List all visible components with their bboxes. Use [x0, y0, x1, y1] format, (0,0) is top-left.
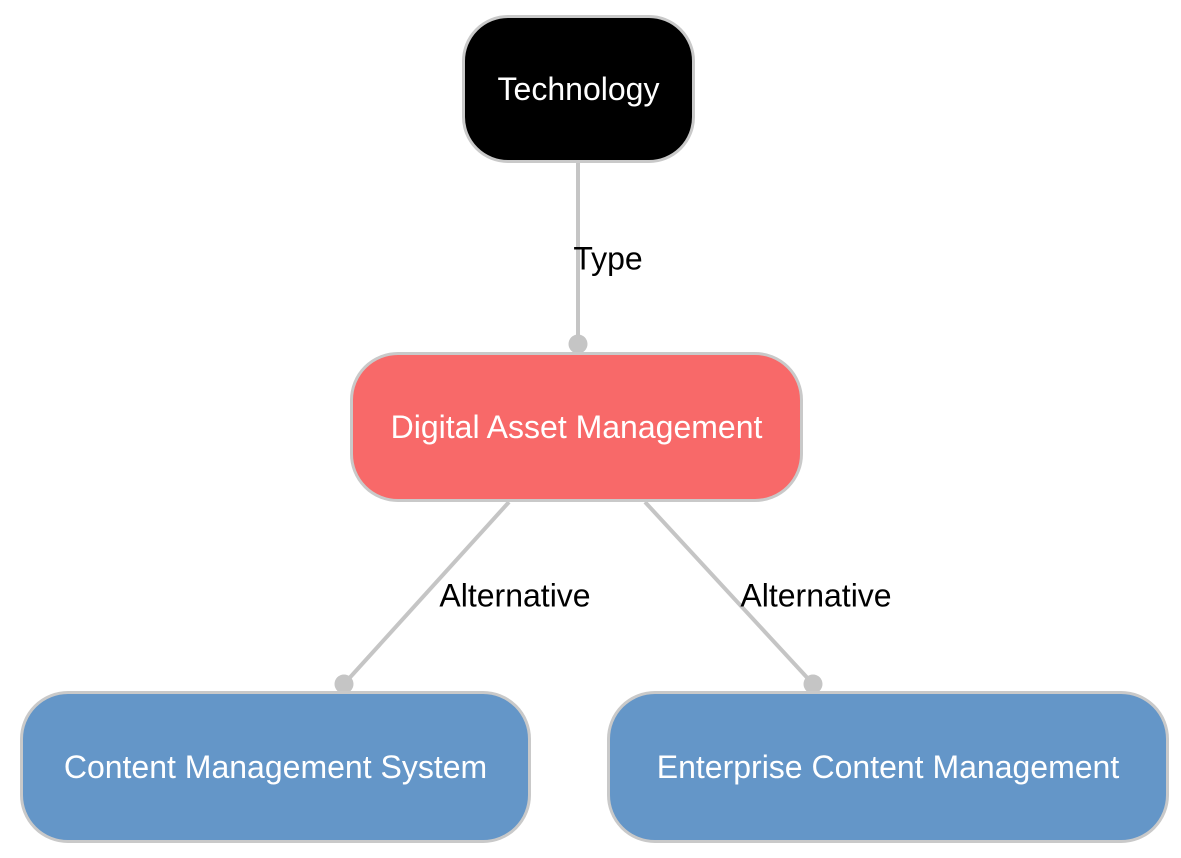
- node-enterprise-content-management-label: Enterprise Content Management: [656, 748, 1120, 785]
- edge-alternative-right-line: [643, 500, 815, 686]
- edge-alternative-left-line: [342, 500, 511, 686]
- node-content-management-system[interactable]: Content Management System: [20, 691, 531, 843]
- edge-label-type: Type: [573, 240, 643, 277]
- edge-alternative-right-endpoint-dot-icon: [803, 674, 823, 694]
- node-technology-label: Technology: [497, 70, 660, 107]
- node-digital-asset-management-label: Digital Asset Management: [390, 408, 763, 445]
- node-technology[interactable]: Technology: [462, 15, 695, 163]
- edge-label-alternative-left: Alternative: [439, 577, 591, 614]
- node-enterprise-content-management[interactable]: Enterprise Content Management: [607, 691, 1169, 843]
- node-content-management-system-label: Content Management System: [63, 748, 488, 785]
- edge-label-alternative-right: Alternative: [740, 577, 892, 614]
- node-digital-asset-management[interactable]: Digital Asset Management: [350, 352, 803, 502]
- edge-alternative-left-endpoint-dot-icon: [334, 674, 354, 694]
- edge-type-endpoint-dot-icon: [568, 334, 588, 354]
